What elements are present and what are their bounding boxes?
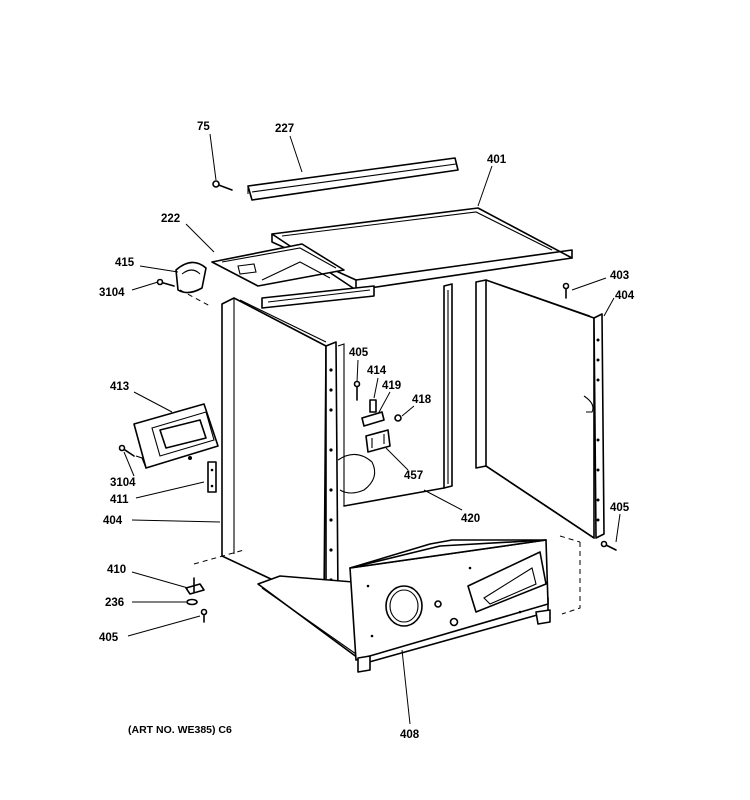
callout-236: 236 xyxy=(105,597,124,609)
callout-404-right: 404 xyxy=(615,290,635,302)
callout-418: 418 xyxy=(412,394,432,406)
leveling-leg-410 xyxy=(185,577,205,595)
bracket-457 xyxy=(365,429,391,453)
clip-414 xyxy=(369,399,377,413)
front-bracket-part xyxy=(211,243,345,287)
callout-457: 457 xyxy=(404,470,423,482)
base-part xyxy=(257,539,551,673)
callout-222: 222 xyxy=(161,213,180,225)
leader-lines xyxy=(123,133,621,725)
right-side-panel-part xyxy=(475,279,605,539)
callout-410: 410 xyxy=(107,564,126,576)
callout-405-middle: 405 xyxy=(349,347,369,359)
callout-405-lower: 405 xyxy=(99,632,119,644)
callout-227: 227 xyxy=(275,123,294,135)
callout-3104-upper: 3104 xyxy=(99,287,125,299)
clip-419 xyxy=(361,411,385,427)
callout-labels: 75 227 401 222 415 3104 403 404 405 414 … xyxy=(99,121,635,741)
callout-419: 419 xyxy=(382,380,401,392)
callout-420: 420 xyxy=(461,513,480,525)
front-panel-inner xyxy=(337,343,376,506)
top-rail-part xyxy=(247,157,459,201)
rear-frame-part xyxy=(261,285,375,309)
callout-404-left: 404 xyxy=(103,515,123,527)
screw-405-middle xyxy=(353,380,361,401)
callout-405-right: 405 xyxy=(610,502,630,514)
callout-401: 401 xyxy=(487,154,507,166)
left-side-panel-part xyxy=(221,297,339,605)
screw-3104-upper xyxy=(156,278,175,287)
screw-405-right xyxy=(600,540,617,551)
callout-413: 413 xyxy=(110,381,129,393)
callout-75: 75 xyxy=(197,121,210,133)
part-418 xyxy=(394,414,402,422)
screw-75 xyxy=(212,180,233,191)
top-panel-part xyxy=(271,207,573,291)
art-number-caption: (ART NO. WE385) C6 xyxy=(128,724,232,736)
cabinet-frame-edges xyxy=(343,465,595,539)
screw-3104-lower xyxy=(118,444,135,457)
callout-408: 408 xyxy=(400,729,420,741)
callout-411: 411 xyxy=(110,494,129,506)
screw-405-lower xyxy=(200,608,208,623)
callout-403: 403 xyxy=(610,270,629,282)
nut-236 xyxy=(186,598,198,606)
callout-3104-lower: 3104 xyxy=(110,477,136,489)
vent-cover-part xyxy=(175,261,207,294)
callout-414: 414 xyxy=(367,365,387,377)
screw-403 xyxy=(562,282,570,299)
clip-411 xyxy=(207,461,217,493)
rear-panel-left-flange xyxy=(443,283,453,489)
callout-415: 415 xyxy=(115,257,135,269)
control-bracket-part xyxy=(133,403,219,469)
